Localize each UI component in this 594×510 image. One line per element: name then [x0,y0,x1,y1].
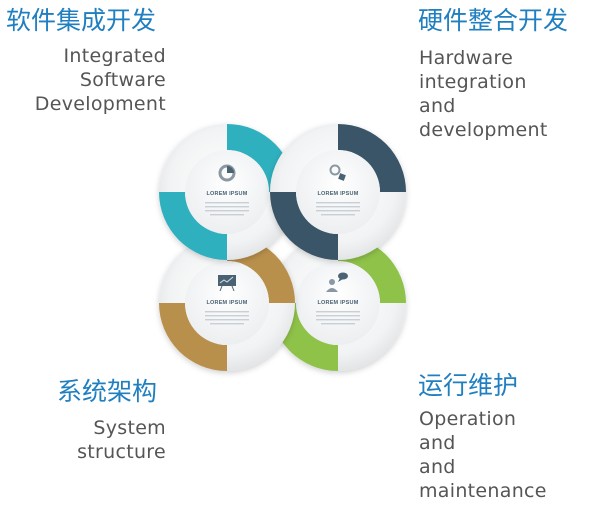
placeholder-text-lines [205,202,249,216]
description-system-architecture: System structure [77,417,166,463]
presentation-board-icon [218,275,236,292]
title-hardware-integration: 硬件整合开发 [418,6,569,35]
placeholder-text-lines [316,202,360,216]
title-operation-maintenance: 运行维护 [418,371,519,400]
accent-hardware-integration [338,124,406,192]
user-chat-icon [326,272,348,292]
badge-operation-maintenance: LOREM IPSUM [317,300,358,306]
badge-hardware-integration: LOREM IPSUM [317,191,358,197]
four-ring-infographic: LOREM IPSUM LOREM IPSUM LOREM IPSUM [159,124,406,371]
ring-software-integration [159,124,295,260]
placeholder-text-lines [316,311,360,325]
title-system-architecture: 系统架构 [57,377,158,406]
description-software-integration: Integrated Software Development [34,45,166,115]
magnifier-icon [329,164,346,181]
ring-system-architecture [159,235,295,371]
description-operation-maintenance: Operation and and maintenance [419,408,547,502]
pie-chart-icon [218,164,236,182]
badge-software-integration: LOREM IPSUM [206,191,247,197]
description-hardware-integration: Hardware integration and development [419,47,548,141]
badge-system-architecture: LOREM IPSUM [206,300,247,306]
ring-hardware-integration [270,124,406,260]
placeholder-text-lines [205,311,249,325]
title-software-integration: 软件集成开发 [6,6,157,35]
